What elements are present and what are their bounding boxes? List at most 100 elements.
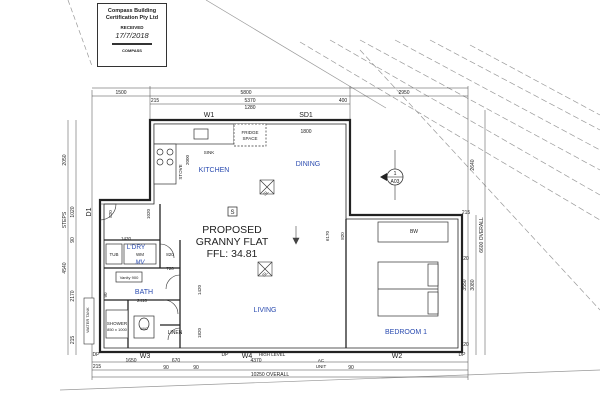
marker-s: S bbox=[230, 210, 234, 216]
dim-right-20a: 20 bbox=[463, 256, 469, 262]
title-line3: FFL: 34.81 bbox=[207, 248, 258, 260]
label-water-tank: WATER TANK bbox=[85, 307, 90, 333]
dim-mid-6170: 6170 bbox=[325, 230, 330, 241]
light-fixtures bbox=[257, 179, 275, 277]
label-bw: BW bbox=[410, 229, 418, 235]
dim-left-90: 90 bbox=[70, 237, 76, 243]
bathroom-fixtures bbox=[105, 243, 157, 339]
dim-bot-90a: 90 bbox=[163, 365, 169, 371]
dim-right-3550: 3550 bbox=[462, 279, 468, 290]
stamp-date: 17/7/2018 bbox=[115, 31, 149, 40]
title-line2: GRANNY FLAT bbox=[196, 236, 269, 248]
left-dimensions: 2050 STEPS 1020 90 4540 2170 215 bbox=[62, 154, 76, 344]
dim-bath-1820: 1820 bbox=[197, 327, 202, 338]
label-fridge-2: SPACE bbox=[243, 136, 258, 141]
compass-logo: COMPASS bbox=[112, 43, 152, 55]
dim-top-5800: 5800 bbox=[240, 90, 251, 96]
label-vanity: Vanity 900 bbox=[120, 275, 139, 280]
window-w2: W2 bbox=[392, 353, 403, 360]
dim-top-1280: 1280 bbox=[244, 105, 255, 111]
internal-dimensions: 1020 820 1430 820 720 2410 1420 1820 90 … bbox=[103, 208, 345, 338]
dim-left-steps: STEPS bbox=[62, 211, 68, 228]
label-stove: STOVE bbox=[178, 164, 183, 179]
label-sink: SINK bbox=[204, 150, 215, 155]
dim-bath-2410: 2410 bbox=[137, 298, 148, 303]
dim-top-215: 215 bbox=[151, 98, 160, 104]
dim-left-215: 215 bbox=[70, 336, 76, 345]
right-dimensions: 2640 6600 OVERALL 215 3550 3080 20 20 bbox=[462, 159, 485, 348]
dim-right-20b: 20 bbox=[463, 342, 469, 348]
label-shower: SHOWER bbox=[107, 321, 128, 326]
compass-logo-text: COMPASS bbox=[122, 48, 142, 53]
section-marker: 1 A03 bbox=[380, 150, 404, 200]
dim-ldry-1430: 1430 bbox=[121, 236, 132, 241]
label-wm: WM bbox=[136, 252, 144, 257]
label-ac-2: UNIT bbox=[316, 364, 327, 369]
dim-bot-215: 215 bbox=[93, 364, 102, 370]
label-high-level: HIGH LEVEL bbox=[259, 352, 286, 357]
room-linen: LINEN bbox=[168, 330, 183, 336]
dim-top-1800: 1800 bbox=[300, 129, 311, 135]
dim-left-2050: 2050 bbox=[62, 154, 68, 165]
dim-left-4540: 4540 bbox=[62, 262, 68, 273]
dim-bot-670: 670 bbox=[172, 358, 181, 364]
section-number: 1 bbox=[393, 171, 396, 177]
label-mv: MV bbox=[136, 260, 146, 266]
label-tub: TUB bbox=[110, 252, 119, 257]
kitchen-bench bbox=[153, 123, 267, 185]
stamp-received-label: RECEIVED bbox=[120, 25, 144, 30]
doors bbox=[99, 203, 181, 341]
dim-top-5370: 5370 bbox=[244, 98, 255, 104]
section-sheet: A03 bbox=[391, 179, 400, 185]
room-laundry: L'DRY bbox=[127, 244, 146, 251]
dim-right-6600: 6600 OVERALL bbox=[479, 217, 485, 253]
room-living: LIVING bbox=[254, 307, 277, 314]
label-ac-1: AC bbox=[318, 358, 325, 363]
label-wc: W/C bbox=[140, 326, 148, 331]
label-stove-dim: 2000 bbox=[185, 154, 190, 165]
top-dimensions: 1500 5800 2950 215 5370 400 1280 1800 bbox=[115, 90, 409, 135]
bottom-dimensions: DP DP DP 215 1650 670 4370 90 90 90 1025… bbox=[93, 352, 467, 378]
dim-bot-90c: 90 bbox=[348, 365, 354, 371]
stamp-company-line1: Compass Building bbox=[107, 8, 157, 14]
label-shower-size: 850 x 1000 bbox=[107, 327, 128, 332]
room-dining: DINING bbox=[296, 161, 321, 168]
internal-walls bbox=[104, 204, 347, 348]
marker-box bbox=[227, 206, 238, 217]
room-bedroom: BEDROOM 1 bbox=[385, 329, 427, 336]
dim-right-2640: 2640 bbox=[470, 159, 476, 170]
dim-top-1500: 1500 bbox=[115, 90, 126, 96]
dim-bot-dp-right: DP bbox=[459, 352, 467, 358]
dim-ldry-820: 820 bbox=[166, 252, 174, 257]
door-d1: D1 bbox=[86, 207, 93, 216]
dim-ldry-720: 720 bbox=[166, 266, 174, 271]
water-tank bbox=[83, 297, 95, 345]
dim-bot-10250: 10250 OVERALL bbox=[251, 372, 290, 378]
label-sl-2: SL bbox=[261, 270, 269, 278]
label-sl-1: SL bbox=[262, 189, 270, 197]
dim-right-3080: 3080 bbox=[470, 279, 476, 290]
stamp-company-line2: Certification Pty Ltd bbox=[105, 15, 159, 21]
dim-bath-1420: 1420 bbox=[197, 284, 202, 295]
dim-bot-1650: 1650 bbox=[125, 358, 136, 364]
title-line1: PROPOSED bbox=[202, 224, 262, 236]
dim-left-2170: 2170 bbox=[70, 290, 76, 301]
dim-bot-dp-left: DP bbox=[93, 352, 101, 358]
window-w1: W1 bbox=[204, 112, 215, 119]
dim-left-1020: 1020 bbox=[70, 206, 76, 217]
dim-bot-90b: 90 bbox=[193, 365, 199, 371]
dim-bath-90: 90 bbox=[103, 292, 108, 298]
window-w4: W4 bbox=[242, 353, 253, 360]
room-kitchen: KITCHEN bbox=[199, 167, 230, 174]
room-bath: BATH bbox=[135, 289, 153, 296]
walls bbox=[98, 118, 464, 354]
label-fridge-1: FRIDGE bbox=[241, 130, 258, 135]
dim-kitchen-1020: 1020 bbox=[146, 208, 151, 219]
dim-right-215: 215 bbox=[462, 210, 471, 216]
dim-mid-820: 820 bbox=[340, 232, 345, 240]
dim-top-2950: 2950 bbox=[398, 90, 409, 96]
dim-bot-dp-mid: DP bbox=[222, 352, 230, 358]
window-w3: W3 bbox=[140, 353, 151, 360]
certification-stamp: Compass Building Certification Pty Ltd R… bbox=[97, 3, 167, 67]
site-boundary-lines bbox=[59, 0, 600, 391]
